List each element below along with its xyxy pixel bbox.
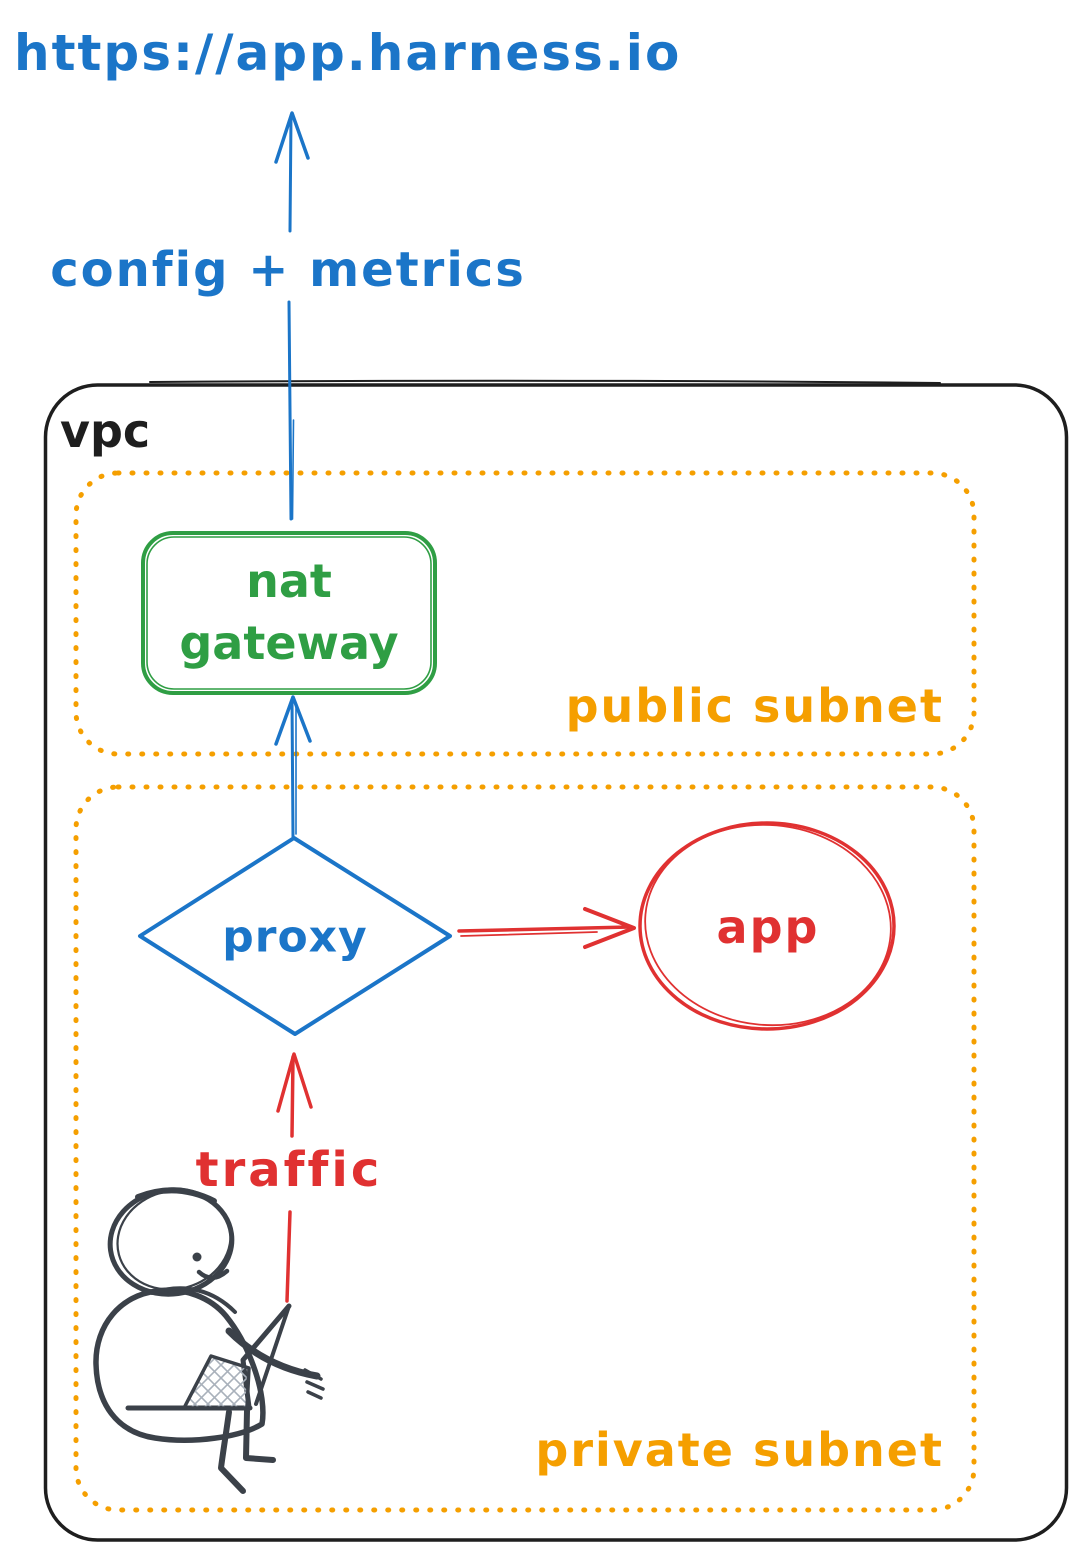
person-hair bbox=[135, 1187, 217, 1204]
proxy-diamond bbox=[138, 836, 452, 1036]
person-head bbox=[107, 1187, 235, 1297]
person-shoulder-sketch bbox=[150, 1286, 237, 1314]
arrow-proxy-to-app bbox=[457, 907, 636, 949]
private-subnet-label: private subnet bbox=[535, 1423, 944, 1477]
person-smile bbox=[196, 1268, 230, 1280]
app-circle bbox=[638, 821, 896, 1031]
traffic-label: traffic bbox=[195, 1142, 383, 1198]
app-label: app bbox=[716, 900, 820, 954]
person-with-laptop-illustration bbox=[93, 1187, 325, 1494]
external-url-label: https://app.harness.io bbox=[14, 24, 682, 82]
nat-gateway-label-line2: gateway bbox=[179, 616, 399, 670]
public-subnet-label: public subnet bbox=[565, 679, 944, 733]
arrow-proxy-to-nat-gateway bbox=[274, 695, 312, 839]
private-subnet-box bbox=[73, 784, 977, 1513]
person-body bbox=[93, 1287, 266, 1443]
vpc-box bbox=[43, 383, 1069, 1542]
person-leg-front bbox=[218, 1409, 246, 1494]
public-subnet-box bbox=[73, 470, 977, 757]
laptop-icon bbox=[182, 1303, 292, 1410]
nat-gateway-label: nat gateway bbox=[179, 550, 398, 674]
vpc-box-sketch-stroke bbox=[149, 379, 941, 384]
vpc-label: vpc bbox=[60, 404, 151, 458]
arrow-config-metrics bbox=[274, 111, 310, 521]
person-hand bbox=[303, 1368, 325, 1400]
proxy-label: proxy bbox=[222, 911, 368, 963]
config-metrics-label: config + metrics bbox=[50, 242, 526, 298]
person-eye bbox=[192, 1252, 202, 1262]
nat-gateway-label-line1: nat bbox=[246, 553, 332, 608]
person-leg-back bbox=[243, 1408, 276, 1463]
arrow-traffic-to-proxy bbox=[276, 1052, 313, 1303]
nat-gateway-box bbox=[141, 531, 437, 695]
